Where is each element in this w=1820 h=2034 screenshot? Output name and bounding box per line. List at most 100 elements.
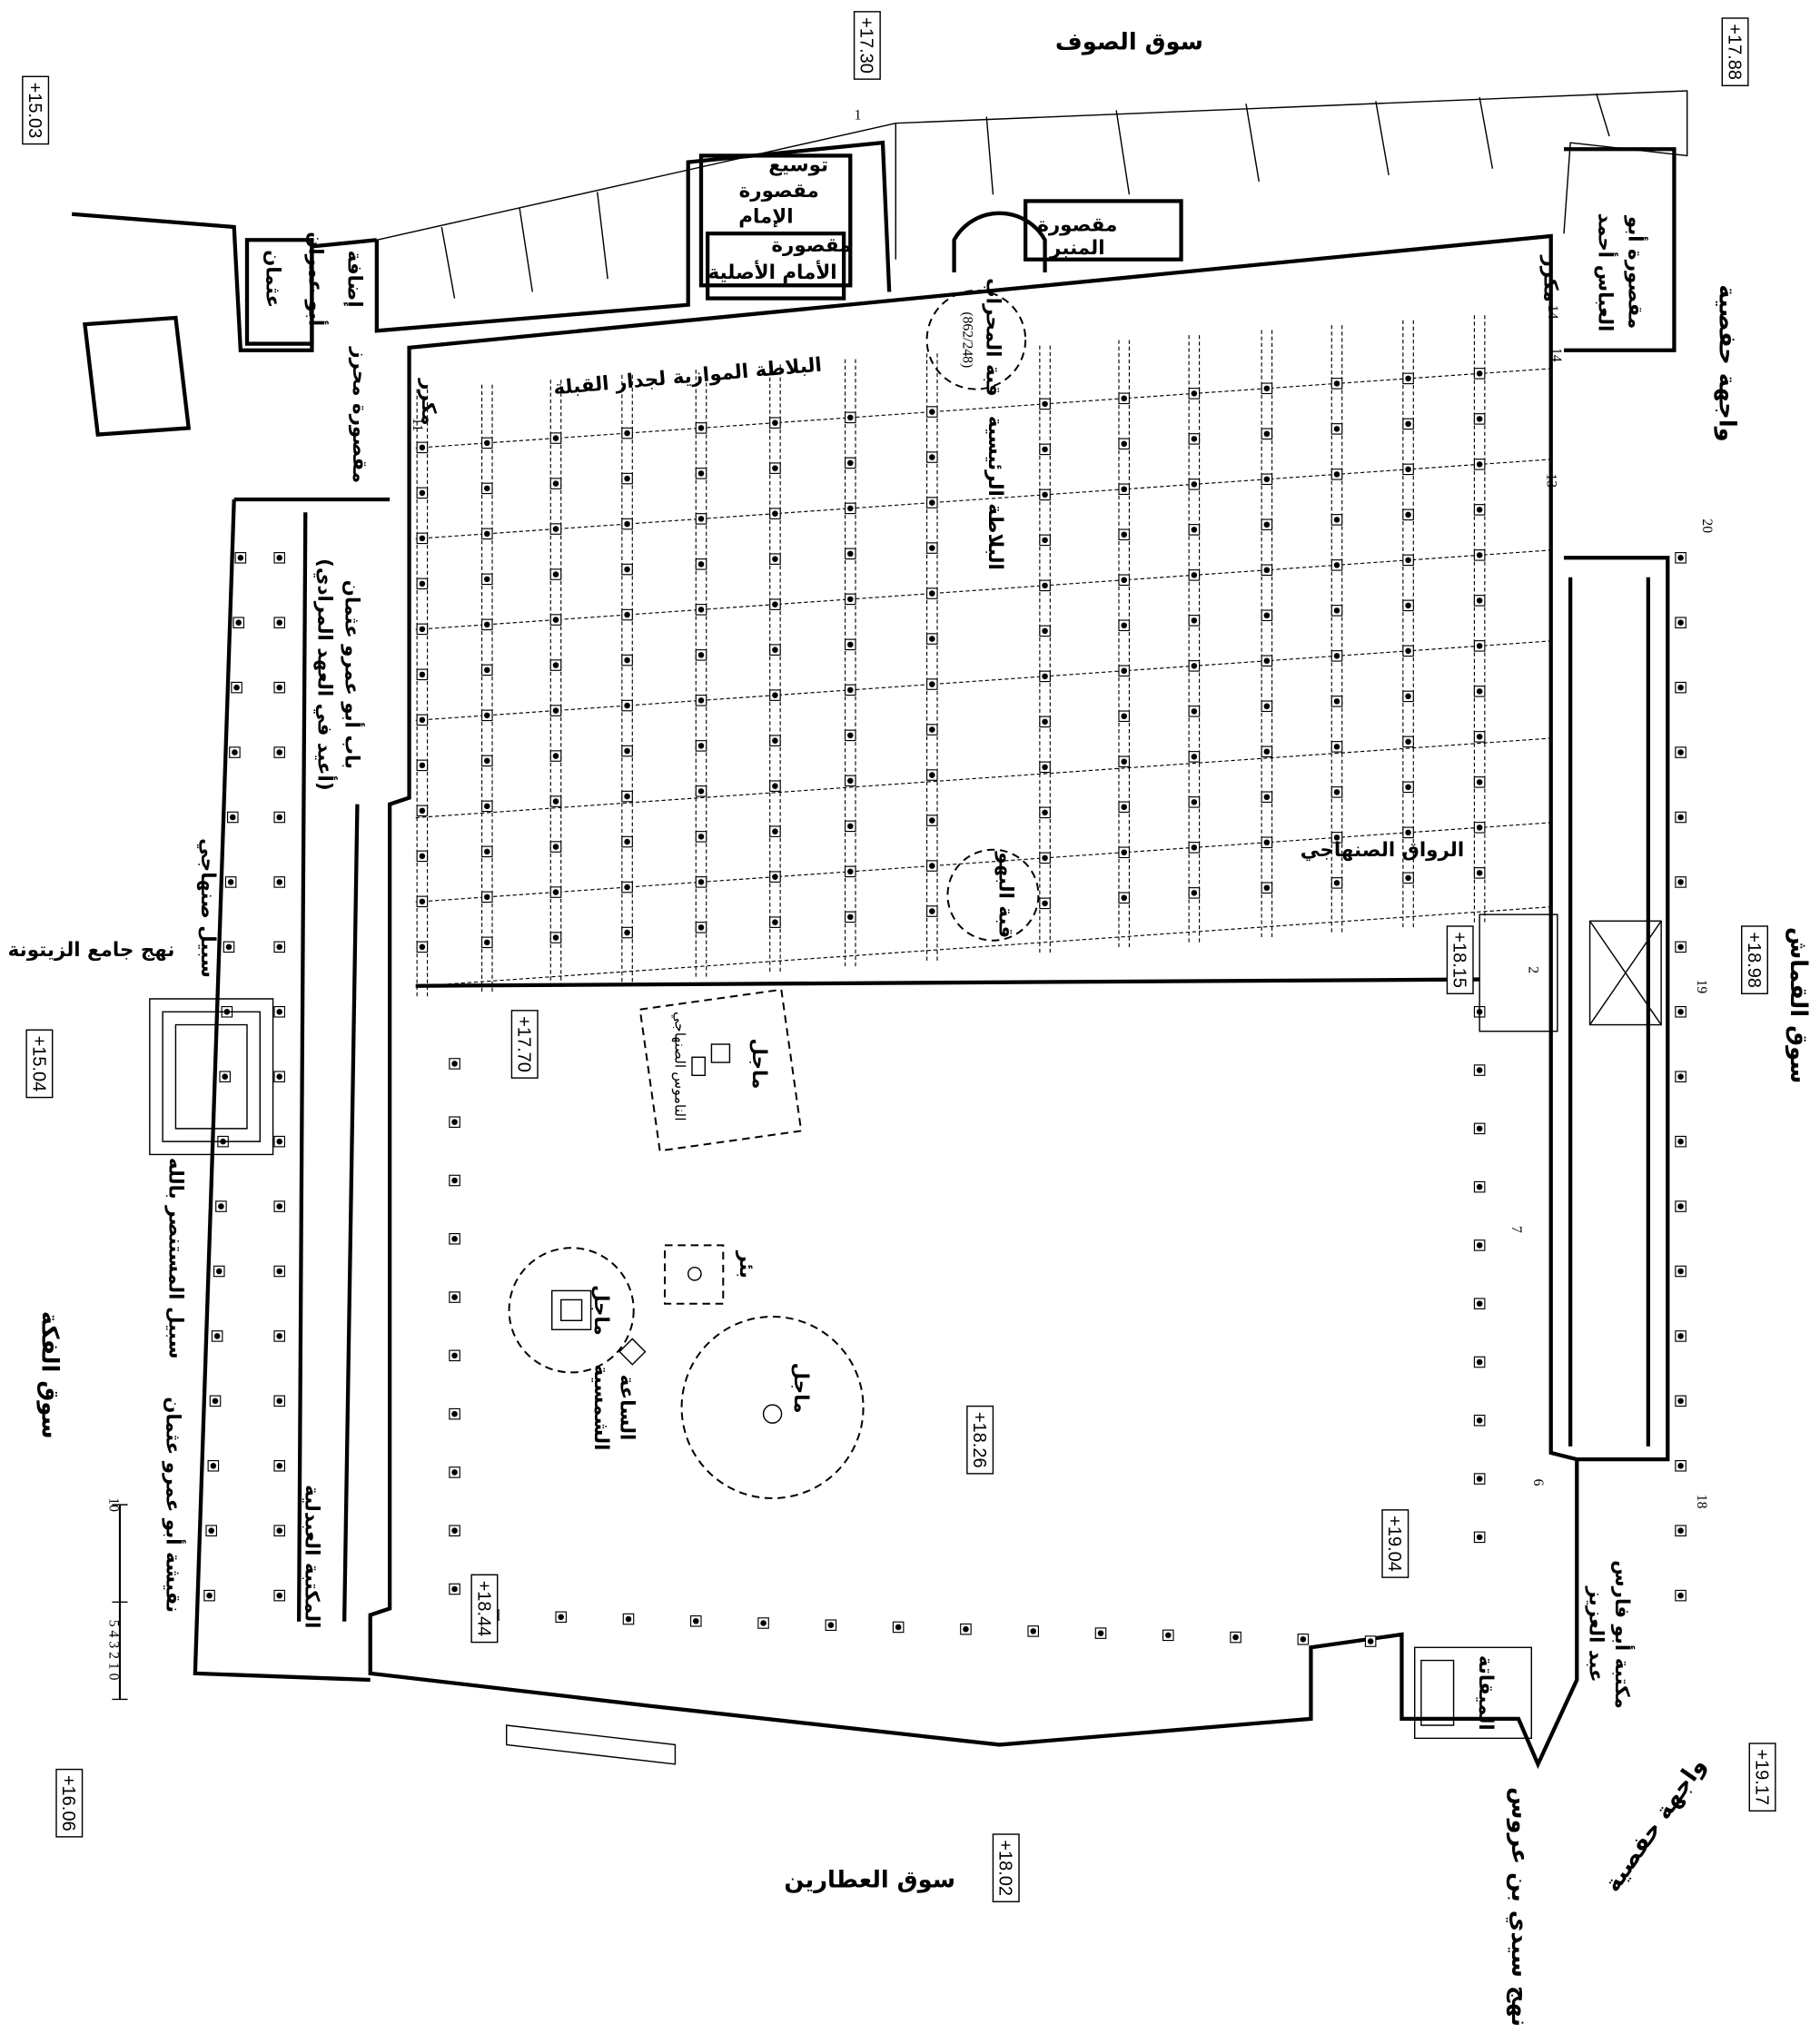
column — [1677, 814, 1684, 821]
num-20: 20 — [1699, 518, 1715, 533]
column — [1476, 1476, 1483, 1482]
column — [1121, 713, 1127, 720]
street-west: نهج جامع الزيتونة — [8, 939, 175, 962]
column — [1030, 1628, 1036, 1634]
elevation-marker: +15.03 — [22, 75, 50, 145]
num-1: 1 — [855, 107, 862, 123]
label-imam-ext-1: توسيع — [768, 154, 828, 177]
street-west-market: سوق الفكة — [35, 1311, 63, 1439]
columns — [203, 368, 1686, 1647]
column — [847, 868, 854, 875]
scale-bar: 10 5 4 3 2 1 0 — [106, 1497, 128, 1701]
column — [1476, 1300, 1483, 1307]
column — [451, 1352, 458, 1359]
num-11: 11 — [410, 418, 425, 431]
column — [1191, 890, 1198, 896]
column — [276, 1203, 282, 1210]
elevation-marker: +17.70 — [510, 1010, 539, 1079]
label-mukarrar-east: مكرر — [1539, 254, 1562, 301]
column — [624, 657, 630, 664]
column — [552, 798, 559, 805]
column — [1121, 440, 1127, 448]
column — [963, 1625, 969, 1633]
courtyard-features — [149, 290, 1662, 1765]
column — [697, 697, 705, 704]
column — [484, 712, 490, 719]
column — [697, 743, 705, 749]
column — [1121, 577, 1127, 584]
label-abu-faris-1: مكتبة أبو فارس — [1610, 1560, 1636, 1709]
column — [1042, 627, 1048, 635]
column — [1405, 829, 1411, 836]
column — [1476, 552, 1483, 558]
column — [697, 788, 705, 795]
label-addition-2: أبو عمران — [304, 232, 330, 326]
column — [847, 777, 854, 785]
column — [451, 1410, 458, 1417]
column — [929, 409, 935, 415]
num-14b: 14 — [1548, 348, 1564, 362]
facade-east: واجهة حفصية — [1713, 284, 1740, 441]
column — [1042, 900, 1048, 907]
room-labels: توسيع مقصورة الإمام مقصورة الأمام الأصلي… — [161, 154, 1648, 1731]
column — [484, 439, 490, 447]
column — [624, 566, 630, 573]
label-mihrab-date: (862/248) — [960, 311, 975, 368]
column — [276, 619, 282, 626]
column — [552, 571, 559, 578]
column — [1677, 1592, 1684, 1599]
facade-south: واجهة حفصية — [1599, 1753, 1712, 1897]
elevation-value: +18.44 — [473, 1581, 493, 1637]
column — [1405, 375, 1411, 382]
column — [552, 435, 559, 441]
column — [1191, 617, 1198, 624]
column — [929, 908, 935, 914]
column — [419, 626, 426, 633]
elevation-value: +17.70 — [514, 1016, 534, 1072]
column — [1263, 657, 1271, 665]
column — [484, 576, 490, 583]
column — [419, 489, 426, 497]
column — [1476, 416, 1483, 422]
column — [276, 555, 282, 561]
column — [847, 414, 854, 421]
column — [1405, 784, 1411, 791]
column — [697, 607, 705, 613]
column — [1476, 824, 1483, 831]
column — [227, 879, 234, 885]
elevation-marker: +19.04 — [1381, 1509, 1410, 1578]
column — [772, 510, 778, 517]
column — [1476, 643, 1483, 649]
column — [552, 707, 559, 714]
label-bahw-dome: قبة البهو — [994, 851, 1017, 938]
column — [624, 611, 630, 618]
column — [1405, 602, 1411, 609]
column — [484, 939, 490, 946]
column — [233, 684, 240, 691]
column — [232, 749, 238, 755]
elevation-marker: +19.17 — [1748, 1743, 1776, 1812]
elevation-marker: +15.04 — [25, 1029, 54, 1099]
column — [697, 924, 705, 931]
label-addition-3: عثمان — [261, 250, 283, 308]
column — [697, 425, 705, 431]
label-mustansir-fountain: سبيل المستنصر بالله — [163, 1158, 186, 1359]
column — [1476, 370, 1483, 377]
column — [1263, 612, 1271, 619]
column — [697, 652, 705, 658]
column — [1191, 481, 1198, 488]
column — [451, 1294, 458, 1300]
column — [419, 716, 426, 724]
column — [1476, 779, 1483, 785]
column — [419, 853, 426, 860]
label-minbar-2: المنبر — [1049, 237, 1105, 260]
column — [230, 814, 236, 821]
column — [1042, 764, 1048, 771]
elevation-marker: +18.02 — [992, 1833, 1020, 1902]
column — [929, 726, 935, 733]
enclosure-walls — [193, 233, 1670, 1770]
column — [484, 894, 490, 901]
column — [1677, 1333, 1684, 1339]
column — [484, 848, 490, 855]
label-imam-orig-2: الأمام الأصلية — [708, 260, 837, 284]
